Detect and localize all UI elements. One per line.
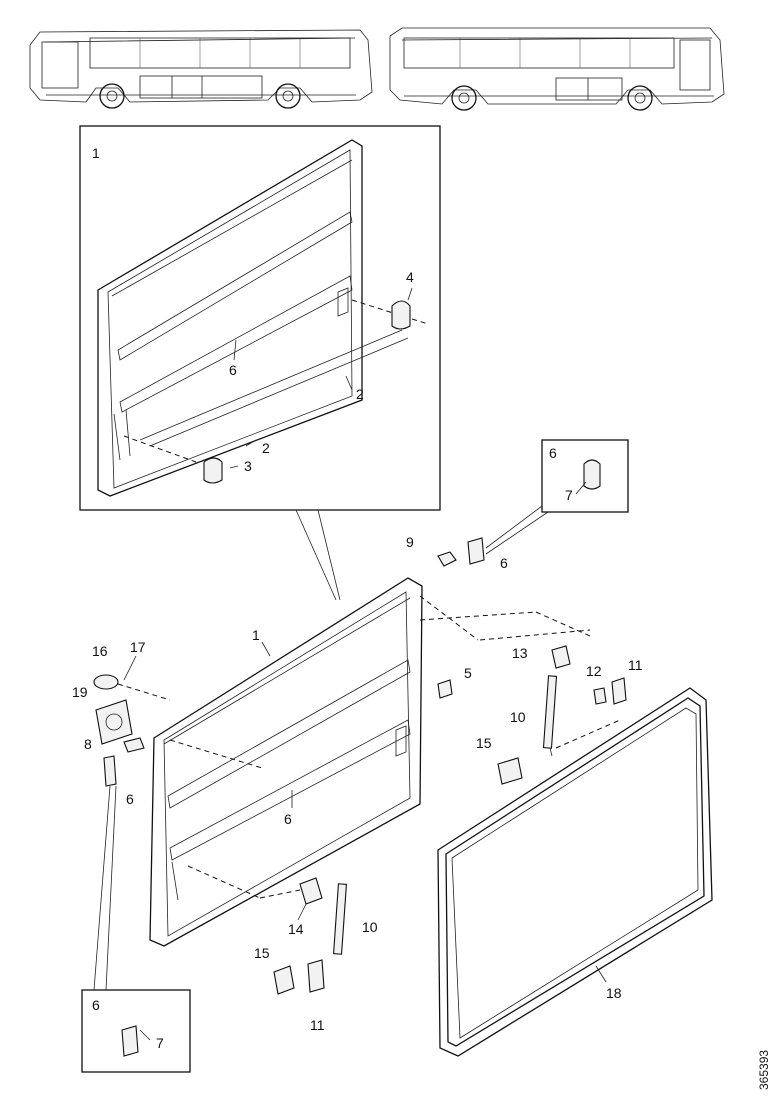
part-15-block-lower (273, 965, 295, 995)
callout-6a: 6 (229, 362, 237, 378)
detail-box-bottom-left: 6 7 (81, 989, 191, 1073)
part-11-mount-lower (307, 959, 325, 993)
main-hatch-frame (149, 577, 591, 947)
callout-9: 9 (406, 534, 414, 550)
part-6-hinge-left (103, 755, 117, 787)
callout-11b: 11 (310, 1017, 325, 1033)
callout-3: 3 (244, 458, 252, 474)
callout-5: 5 (464, 665, 472, 681)
callout-6c: 6 (284, 811, 292, 827)
callout-6d: 6 (126, 791, 134, 807)
callout-19: 19 (72, 684, 88, 700)
callout-2b: 2 (262, 440, 270, 456)
callout-15a: 15 (476, 735, 492, 751)
callout-10a: 10 (510, 709, 526, 725)
detail-box-top-label: 1 (92, 145, 100, 161)
detail-box-right-label-a: 6 (549, 445, 557, 461)
callout-6b: 6 (500, 555, 508, 571)
callout-14: 14 (288, 921, 304, 937)
callout-15b: 15 (254, 945, 270, 961)
part-10-gas-strut-lower (332, 883, 348, 955)
part-19-latch (95, 699, 133, 745)
leader-right-box-a (485, 505, 543, 549)
callout-12: 12 (586, 663, 602, 679)
part-9-clip (437, 551, 457, 567)
part-13-bracket (551, 645, 571, 669)
detail-box-bottom-label-a: 6 (92, 997, 100, 1013)
callout-2a: 2 (356, 386, 364, 402)
leader-17 (123, 655, 137, 681)
callout-13: 13 (512, 645, 528, 661)
leader-18 (595, 965, 607, 983)
detail-box-right: 6 7 (541, 439, 629, 513)
callout-10b: 10 (362, 919, 378, 935)
part-11-mount-upper (611, 677, 627, 705)
leader-top-box-left (295, 509, 337, 601)
part-16-cap (93, 674, 119, 690)
part-8-bracket (123, 737, 145, 753)
detail-box-right-label-b: 7 (565, 487, 573, 503)
part-18-seal (437, 687, 713, 1057)
part-5-clip (437, 679, 453, 699)
callout-18: 18 (606, 985, 622, 1001)
callout-17: 17 (130, 639, 146, 655)
leader-1 (261, 641, 271, 657)
bus-side-view-right (389, 27, 725, 111)
axis-strut-upper (555, 719, 621, 749)
bus-side-view-left (29, 29, 373, 109)
callout-16: 16 (92, 643, 108, 659)
reference-number: 365393 (757, 1050, 771, 1090)
callout-1: 1 (252, 627, 260, 643)
part-10-gas-strut-upper (542, 675, 558, 749)
callout-11a: 11 (628, 657, 643, 673)
part-12-pin (593, 687, 607, 705)
callout-4: 4 (406, 269, 414, 285)
callout-8: 8 (84, 736, 92, 752)
part-6-hinge-right (467, 537, 485, 565)
axis-16 (117, 683, 171, 701)
detail-box-bottom-label-b: 7 (156, 1035, 164, 1051)
leader-6-left-b (105, 785, 117, 991)
part-15-block-upper (497, 757, 523, 785)
leader-6-left-a (93, 785, 111, 991)
detail-box-top: 1 4 2 2 3 6 (79, 125, 441, 511)
leader-14 (297, 903, 307, 921)
leader-top-box-right (317, 509, 341, 601)
part-14-bracket (299, 877, 323, 905)
leader-right-box-b (485, 511, 549, 555)
